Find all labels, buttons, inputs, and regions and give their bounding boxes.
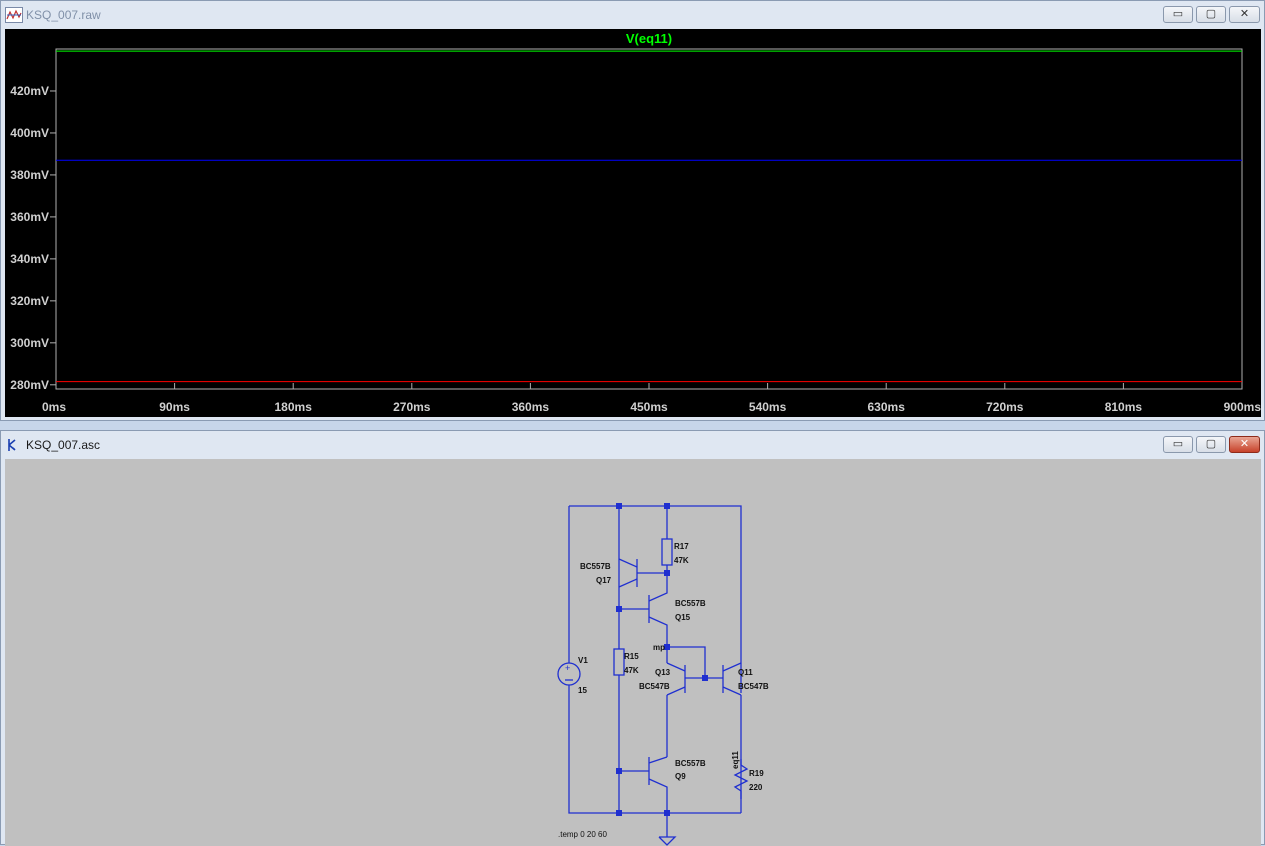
junction-dot [664,644,670,650]
junction-dot [664,503,670,509]
schematic-window[interactable]: KSQ_007.asc ▭ ▢ ✕ [0,430,1265,846]
plot-pane[interactable]: V(eq11) 0ms 90ms 180ms 270ms 360ms 450ms 540ms 6… [5,29,1261,417]
junction-dot [616,503,622,509]
junction-dot [664,810,670,816]
junction-dot [616,606,622,612]
wire [618,578,638,588]
y-tick-label: 420mV [10,84,49,98]
x-tick-label: 360ms [512,400,550,414]
wire [648,756,668,764]
resistor-r15[interactable] [613,648,625,676]
voltage-source-v1[interactable] [557,662,581,686]
component-ref: Q11 [738,668,753,677]
component-value: BC557B [580,562,611,571]
component-value: 220 [749,783,763,792]
component-ref: R17 [674,542,689,551]
maximize-button[interactable]: ▢ [1196,6,1226,23]
y-tick-label: 340mV [10,252,49,266]
component-ref: Q13 [655,668,671,677]
ground-symbol [658,836,677,846]
spice-directive: .temp 0 20 60 [558,830,607,839]
wire [666,686,686,696]
circuit-schematic[interactable]: + R17 47K BC557B Q17 BC557B [5,459,1261,846]
wire [722,662,742,672]
wire [648,778,668,813]
component-value: BC557B [675,599,706,608]
junction-dot [616,768,622,774]
maximize-button[interactable]: ▢ [1196,436,1226,453]
y-tick-label: 300mV [10,336,49,350]
x-tick-label: 540ms [749,400,787,414]
wire [648,616,668,647]
x-tick-label: 450ms [630,400,668,414]
component-ref: V1 [578,656,588,665]
junction-dot [664,570,670,576]
window-title: KSQ_007.raw [26,8,101,22]
x-tick-label: 0ms [42,400,66,414]
plot-frame [55,48,1243,390]
x-tick-label: 180ms [275,400,313,414]
wire [666,662,686,672]
schematic-canvas[interactable]: + R17 47K BC557B Q17 BC557B [5,459,1261,846]
x-tick-label: 810ms [1105,400,1143,414]
component-ref: Q15 [675,613,691,622]
minimize-button[interactable]: ▭ [1163,6,1193,23]
component-value: BC547B [639,682,670,691]
junction-dot [702,675,708,681]
x-tick-label: 900ms [1224,400,1261,414]
wire [618,558,638,568]
plot-window-titlebar[interactable]: KSQ_007.raw ▭ ▢ ✕ [1,1,1264,29]
close-button[interactable]: ✕ [1229,436,1260,453]
y-tick-label: 380mV [10,168,49,182]
plot-window[interactable]: KSQ_007.raw ▭ ▢ ✕ V(eq11) 0ms 90ms 180ms 270… [0,0,1265,421]
component-value: 47K [624,666,639,675]
net-label-eq11: eq11 [731,751,740,769]
y-tick-label: 400mV [10,126,49,140]
junction-dot [616,810,622,816]
net-label-mp: mp [653,643,665,652]
x-tick-label: 90ms [159,400,190,414]
schematic-icon [8,439,16,451]
wire [722,686,742,696]
resistor-r19[interactable] [733,759,749,799]
minimize-button[interactable]: ▭ [1163,436,1193,453]
waveform-icon [5,7,23,23]
y-tick-label: 320mV [10,294,49,308]
component-ref: R19 [749,769,764,778]
wire [568,506,667,814]
waveform-chart[interactable]: V(eq11) 0ms 90ms 180ms 270ms 360ms 450ms 540ms 6… [5,29,1261,417]
wire [648,573,668,602]
wire [667,646,706,678]
component-ref: Q17 [596,576,612,585]
component-value: 15 [578,686,587,695]
window-title: KSQ_007.asc [26,438,101,452]
component-ref: Q9 [675,772,686,781]
chart-title[interactable]: V(eq11) [626,31,672,46]
plus-icon: + [565,663,570,673]
close-button[interactable]: ✕ [1229,6,1260,23]
x-tick-label: 270ms [393,400,431,414]
wire [569,505,742,693]
component-value: BC547B [738,682,769,691]
schematic-window-titlebar[interactable]: KSQ_007.asc ▭ ▢ ✕ [1,431,1264,459]
resistor-r17[interactable] [661,538,673,566]
x-tick-label: 630ms [868,400,906,414]
y-tick-label: 280mV [10,378,49,392]
component-value: 47K [674,556,689,565]
component-ref: R15 [624,652,639,661]
x-tick-label: 720ms [986,400,1024,414]
component-value: BC557B [675,759,706,768]
y-tick-label: 360mV [10,210,49,224]
